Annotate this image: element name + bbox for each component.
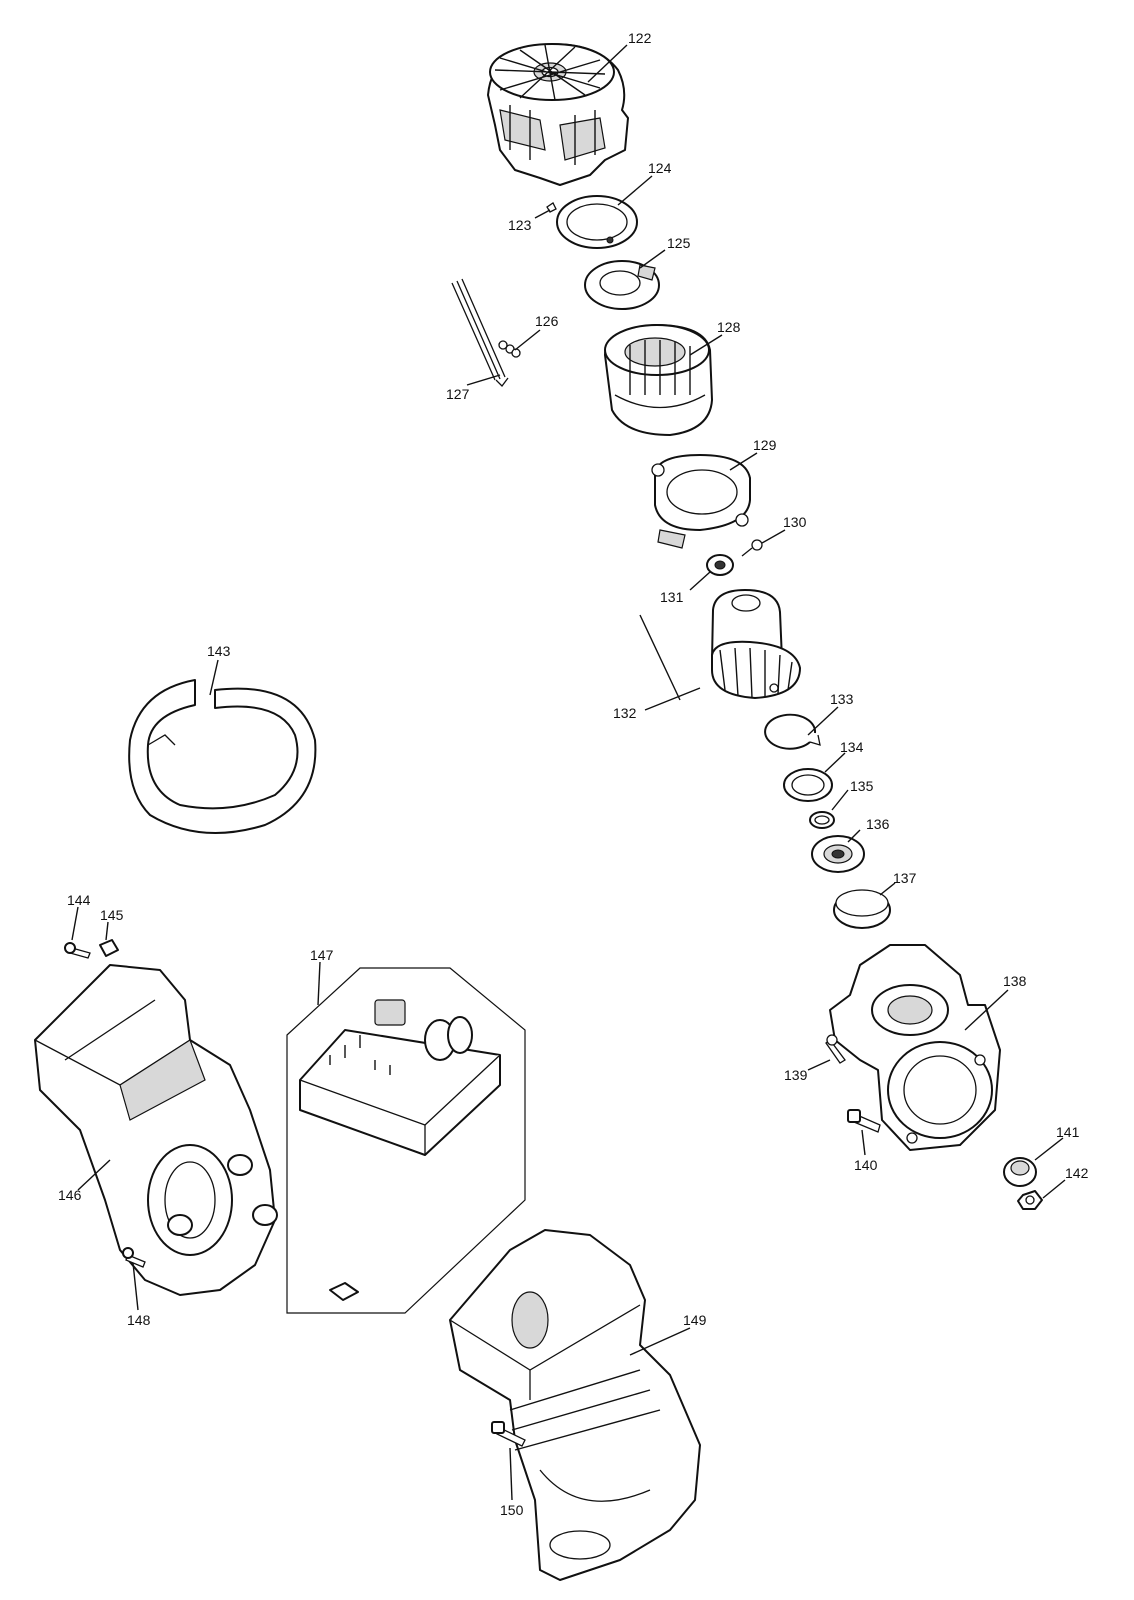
- part-135-small-washer: [809, 811, 835, 829]
- callout-128: 128: [717, 319, 741, 335]
- callout-130: 130: [783, 514, 807, 530]
- part-127-lead-wires: [451, 278, 509, 387]
- part-146-handle-housing: [34, 964, 278, 1296]
- callout-146: 146: [58, 1187, 82, 1203]
- callout-147: 147: [310, 947, 334, 963]
- part-125-sensor-ring: [584, 260, 660, 310]
- part-128-stator: [604, 324, 713, 436]
- callout-129: 129: [753, 437, 777, 453]
- part-129-baffle: [651, 454, 751, 549]
- part-138-gear-housing: [829, 944, 1001, 1151]
- callout-134: 134: [840, 739, 864, 755]
- part-144-screw: [64, 942, 91, 959]
- part-131-bearing: [706, 554, 734, 576]
- callout-131: 131: [660, 589, 684, 605]
- callout-142: 142: [1065, 1165, 1089, 1181]
- callout-137: 137: [893, 870, 917, 886]
- part-122-motor-housing: [487, 43, 629, 186]
- callout-127: 127: [446, 386, 470, 402]
- part-126-terminals: [498, 340, 521, 358]
- callout-132: 132: [613, 705, 637, 721]
- part-139-screw: [825, 1034, 846, 1064]
- part-147-switch: [329, 1282, 359, 1301]
- part-145-small-block: [99, 939, 119, 957]
- callout-140: 140: [854, 1157, 878, 1173]
- callout-122: 122: [628, 30, 652, 46]
- callout-133: 133: [830, 691, 854, 707]
- leader-lines: [71, 44, 1066, 1501]
- callout-124: 124: [648, 160, 672, 176]
- part-136-bearing: [811, 835, 865, 873]
- part-140-bolt: [847, 1109, 881, 1133]
- callout-150: 150: [500, 1502, 524, 1518]
- part-133-retaining-ring: [764, 713, 821, 750]
- callout-139: 139: [784, 1067, 808, 1083]
- part-134-washer: [783, 768, 833, 802]
- part-149-motor-base: [449, 1229, 701, 1581]
- callout-136: 136: [866, 816, 890, 832]
- part-143-rubber-band: [128, 679, 317, 834]
- callout-143: 143: [207, 643, 231, 659]
- callout-138: 138: [1003, 973, 1027, 989]
- callout-149: 149: [683, 1312, 707, 1328]
- part-130-screw: [741, 539, 763, 557]
- part-142-nut: [1017, 1190, 1043, 1210]
- callout-labels: 122 123 124 125 126 127 128 129 130 131 …: [58, 30, 1089, 1518]
- callout-144: 144: [67, 892, 91, 908]
- part-132-rotor: [711, 589, 801, 699]
- callout-145: 145: [100, 907, 124, 923]
- part-150-screw: [491, 1421, 526, 1447]
- callout-141: 141: [1056, 1124, 1080, 1140]
- part-148-screw: [122, 1247, 146, 1268]
- callout-148: 148: [127, 1312, 151, 1328]
- part-141-nut: [1003, 1157, 1037, 1187]
- callout-126: 126: [535, 313, 559, 329]
- callout-123: 123: [508, 217, 532, 233]
- part-147-controller-board: [299, 999, 501, 1156]
- part-137-ring: [833, 889, 891, 929]
- part-124-ring-plate: [556, 195, 638, 249]
- part-147-controller-frame: [286, 967, 526, 1314]
- callout-125: 125: [667, 235, 691, 251]
- callout-135: 135: [850, 778, 874, 794]
